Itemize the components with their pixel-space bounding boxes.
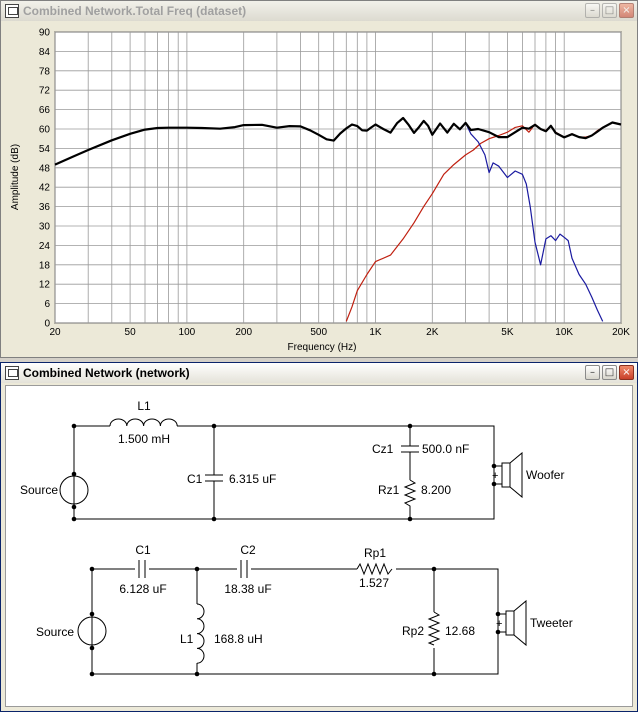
resistor-rp2[interactable] bbox=[427, 611, 441, 646]
woofer-plus: + bbox=[492, 470, 498, 482]
y-tick-label: 36 bbox=[39, 202, 51, 213]
x-tick-label: 1K bbox=[369, 327, 382, 338]
app-icon[interactable] bbox=[5, 4, 19, 18]
x-tick-label: 200 bbox=[235, 327, 252, 338]
x-tick-label: 2K bbox=[426, 327, 439, 338]
x-tick-label: 10K bbox=[555, 327, 573, 338]
network-titlebar[interactable]: Combined Network (network) – □ × bbox=[1, 363, 637, 383]
graph-titlebar[interactable]: Combined Network.Total Freq (dataset) – … bbox=[1, 1, 637, 21]
graph-window[interactable]: Combined Network.Total Freq (dataset) – … bbox=[0, 0, 638, 358]
y-tick-label: 24 bbox=[39, 241, 51, 252]
tweeter-source-icon[interactable] bbox=[77, 616, 107, 646]
y-tick-label: 60 bbox=[39, 125, 51, 136]
close-icon[interactable]: × bbox=[619, 3, 634, 18]
minimize-icon[interactable]: – bbox=[585, 365, 600, 380]
inductor-l1-tweeter[interactable] bbox=[196, 603, 205, 664]
minimize-icon[interactable]: – bbox=[585, 3, 600, 18]
rp1-value: 1.527 bbox=[359, 576, 389, 590]
network-window-title: Combined Network (network) bbox=[23, 366, 190, 380]
y-tick-label: 90 bbox=[39, 28, 51, 39]
rp2-name: Rp2 bbox=[402, 624, 424, 638]
x-tick-label: 50 bbox=[125, 327, 137, 338]
rp1-name: Rp1 bbox=[364, 546, 386, 560]
resistor-rp1[interactable] bbox=[356, 562, 393, 576]
c1-tweeter-name: C1 bbox=[135, 543, 151, 557]
y-tick-label: 48 bbox=[39, 163, 51, 174]
y-tick-label: 42 bbox=[39, 183, 51, 194]
app-icon[interactable] bbox=[5, 366, 19, 380]
y-axis-label: Amplitude (dB) bbox=[10, 144, 21, 210]
plot-area[interactable] bbox=[54, 31, 622, 324]
tweeter-plus: + bbox=[496, 618, 502, 630]
c2-tweeter-value: 18.38 uF bbox=[224, 582, 271, 596]
c1-tweeter-value: 6.128 uF bbox=[119, 582, 166, 596]
l1-woofer-name: L1 bbox=[137, 399, 151, 413]
capacitor-c1-woofer[interactable] bbox=[205, 474, 223, 482]
y-tick-label: 78 bbox=[39, 66, 51, 77]
c1-woofer-value: 6.315 uF bbox=[229, 472, 276, 486]
y-tick-label: 6 bbox=[44, 299, 50, 310]
capacitor-c1-tweeter[interactable] bbox=[138, 560, 146, 578]
l1-tweeter-name: L1 bbox=[180, 632, 194, 646]
tweeter-source-label: Source bbox=[36, 625, 74, 639]
tweeter-label: Tweeter bbox=[530, 616, 573, 630]
cz1-value: 500.0 nF bbox=[422, 442, 469, 456]
cz1-name: Cz1 bbox=[372, 442, 394, 456]
c1-woofer-name: C1 bbox=[187, 472, 203, 486]
woofer-label: Woofer bbox=[526, 468, 564, 482]
inductor-l1-woofer[interactable] bbox=[109, 418, 178, 427]
rp2-value: 12.68 bbox=[445, 624, 475, 638]
schematic-area[interactable]: L1 1.500 mH C1 6.315 uF Cz1 500.0 nF Rz1… bbox=[5, 385, 633, 707]
l1-tweeter-value: 168.8 uH bbox=[214, 632, 263, 646]
y-tick-label: 66 bbox=[39, 105, 51, 116]
l1-woofer-value: 1.500 mH bbox=[118, 432, 170, 446]
maximize-icon[interactable]: □ bbox=[602, 365, 617, 380]
x-tick-label: 20 bbox=[49, 327, 61, 338]
x-tick-label: 20K bbox=[612, 327, 630, 338]
y-tick-label: 12 bbox=[39, 280, 51, 291]
y-tick-label: 18 bbox=[39, 260, 51, 271]
x-tick-label: 5K bbox=[501, 327, 514, 338]
y-tick-label: 54 bbox=[39, 144, 51, 155]
tweeter-speaker-icon[interactable] bbox=[505, 610, 515, 636]
woofer-source-label: Source bbox=[20, 483, 58, 497]
graph-window-title: Combined Network.Total Freq (dataset) bbox=[23, 4, 247, 18]
y-tick-label: 72 bbox=[39, 86, 51, 97]
y-tick-label: 0 bbox=[44, 319, 50, 330]
y-tick-label: 30 bbox=[39, 222, 51, 233]
maximize-icon[interactable]: □ bbox=[602, 3, 617, 18]
capacitor-c2-tweeter[interactable] bbox=[240, 560, 248, 578]
x-axis-label: Frequency (Hz) bbox=[288, 342, 357, 353]
c2-tweeter-name: C2 bbox=[240, 543, 256, 557]
close-icon[interactable]: × bbox=[619, 365, 634, 380]
rz1-value: 8.200 bbox=[421, 483, 451, 497]
series-line-black bbox=[54, 116, 622, 166]
rz1-name: Rz1 bbox=[378, 483, 400, 497]
woofer-speaker-icon[interactable] bbox=[501, 462, 511, 488]
capacitor-cz1[interactable] bbox=[401, 445, 419, 453]
y-tick-label: 84 bbox=[39, 47, 51, 58]
resistor-rz1[interactable] bbox=[403, 479, 417, 519]
x-tick-label: 100 bbox=[179, 327, 196, 338]
network-schematic[interactable]: L1 1.500 mH C1 6.315 uF Cz1 500.0 nF Rz1… bbox=[6, 386, 632, 708]
x-tick-label: 500 bbox=[310, 327, 327, 338]
network-window[interactable]: Combined Network (network) – □ × bbox=[0, 362, 638, 712]
